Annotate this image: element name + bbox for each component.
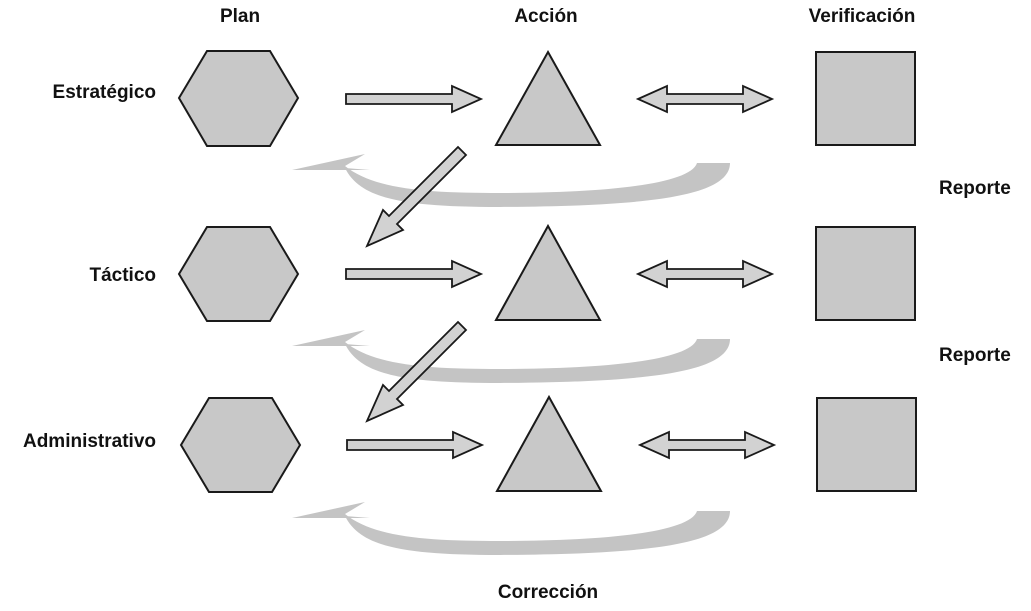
plan-to-action-arrow-administrativo	[346, 430, 485, 460]
report-label-2: Reporte	[939, 345, 1011, 366]
column-header-accion: Acción	[514, 6, 578, 27]
plan-to-action-arrow-estrategico	[345, 84, 484, 114]
action-triangle-estrategico	[494, 49, 602, 146]
report-label-1: Reporte	[939, 178, 1011, 199]
diagonal-arrow-tactico-to-administrativo	[365, 320, 468, 423]
action-triangle-administrativo	[495, 394, 603, 492]
plan-hexagon-tactico	[177, 226, 300, 322]
column-header-verificacion: Verificación	[808, 6, 916, 27]
feedback-arrow-estrategico	[292, 154, 730, 207]
verification-square-tactico	[815, 226, 916, 321]
row-label-tactico: Táctico	[89, 265, 156, 286]
verification-square-administrativo	[816, 397, 917, 492]
plan-hexagon-administrativo	[179, 397, 302, 493]
column-header-plan: Plan	[219, 6, 261, 27]
action-triangle-tactico	[494, 223, 602, 321]
feedback-arrow-tactico	[292, 330, 730, 383]
diagonal-arrow-estrategico-to-tactico	[365, 145, 468, 248]
action-verification-double-arrow-estrategico	[635, 84, 775, 114]
action-verification-double-arrow-administrativo	[637, 430, 777, 460]
action-verification-double-arrow-tactico	[635, 259, 775, 289]
row-label-estrategico: Estratégico	[52, 82, 156, 103]
plan-to-action-arrow-tactico	[345, 259, 484, 289]
verification-square-estrategico	[815, 51, 916, 146]
correction-label: Corrección	[497, 582, 599, 603]
plan-hexagon-estrategico	[177, 50, 300, 147]
feedback-arrow-administrativo	[292, 502, 730, 555]
row-label-administrativo: Administrativo	[22, 431, 156, 452]
